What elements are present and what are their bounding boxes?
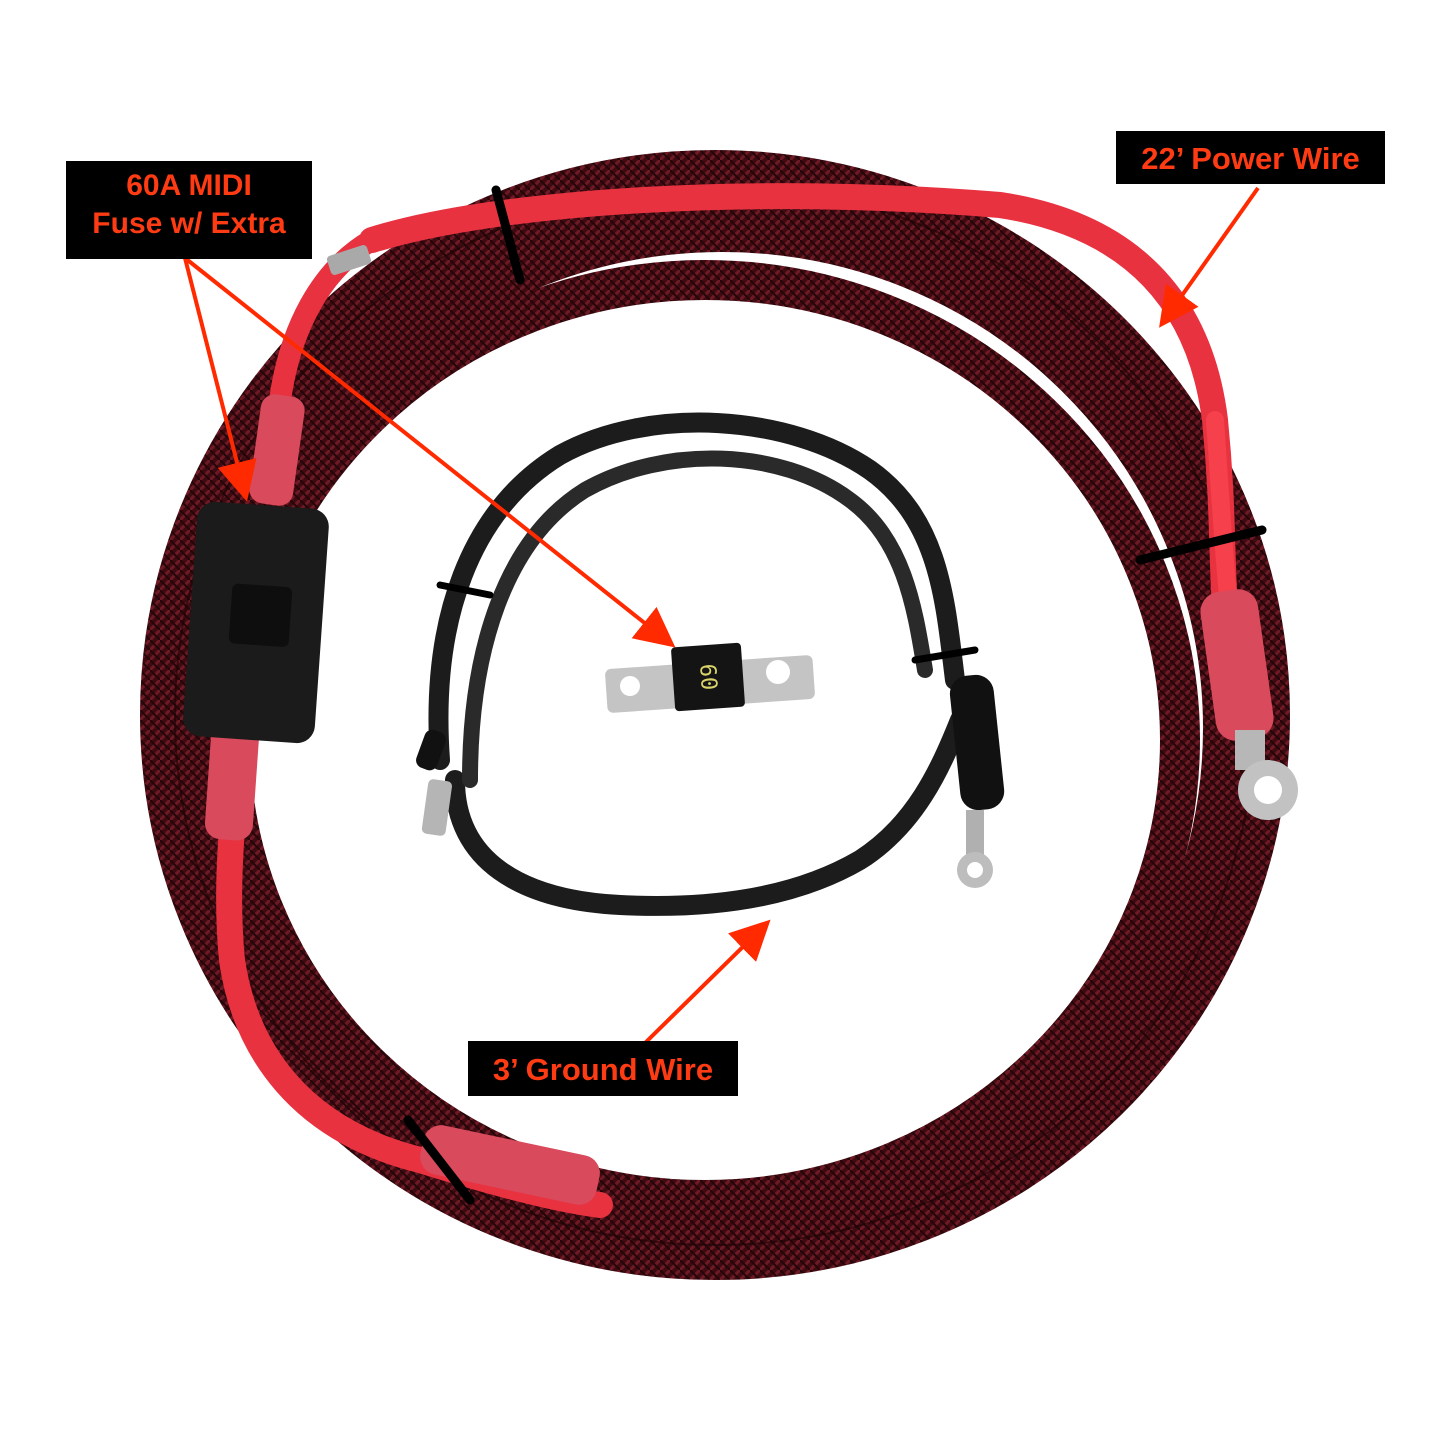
ground-wire-heat-shrink	[416, 674, 1005, 811]
arrow-icon	[183, 256, 676, 648]
ground-wire-label: 3’ Ground Wire	[468, 1041, 738, 1096]
inline-fuse-holder	[183, 501, 329, 744]
ground-wire-terminals	[421, 779, 993, 888]
power-wire-label-text: 22’ Power Wire	[1141, 141, 1360, 176]
midi-fuse: 60	[605, 642, 815, 713]
arrow-icon	[643, 919, 771, 1045]
ground-zip-ties	[436, 581, 979, 664]
fuse-label-line1: 60A MIDI	[126, 169, 252, 202]
ground-wire-label-text: 3’ Ground Wire	[492, 1052, 714, 1087]
zip-ties	[403, 185, 1267, 1205]
ring-terminal-power	[1235, 730, 1298, 820]
fuse-rating-marking: 60	[694, 663, 721, 691]
pin-terminal-power	[326, 245, 372, 275]
annotation-arrows	[183, 186, 1260, 1045]
heat-shrink-sleeves	[204, 394, 1274, 1205]
fuse-label-line2: Fuse w/ Extra	[92, 206, 286, 240]
arrow-icon	[183, 257, 257, 502]
fuse-label: 60A MIDI Fuse w/ Extra	[66, 161, 312, 259]
power-wire-label: 22’ Power Wire	[1116, 131, 1385, 184]
arrow-icon	[1159, 186, 1260, 328]
